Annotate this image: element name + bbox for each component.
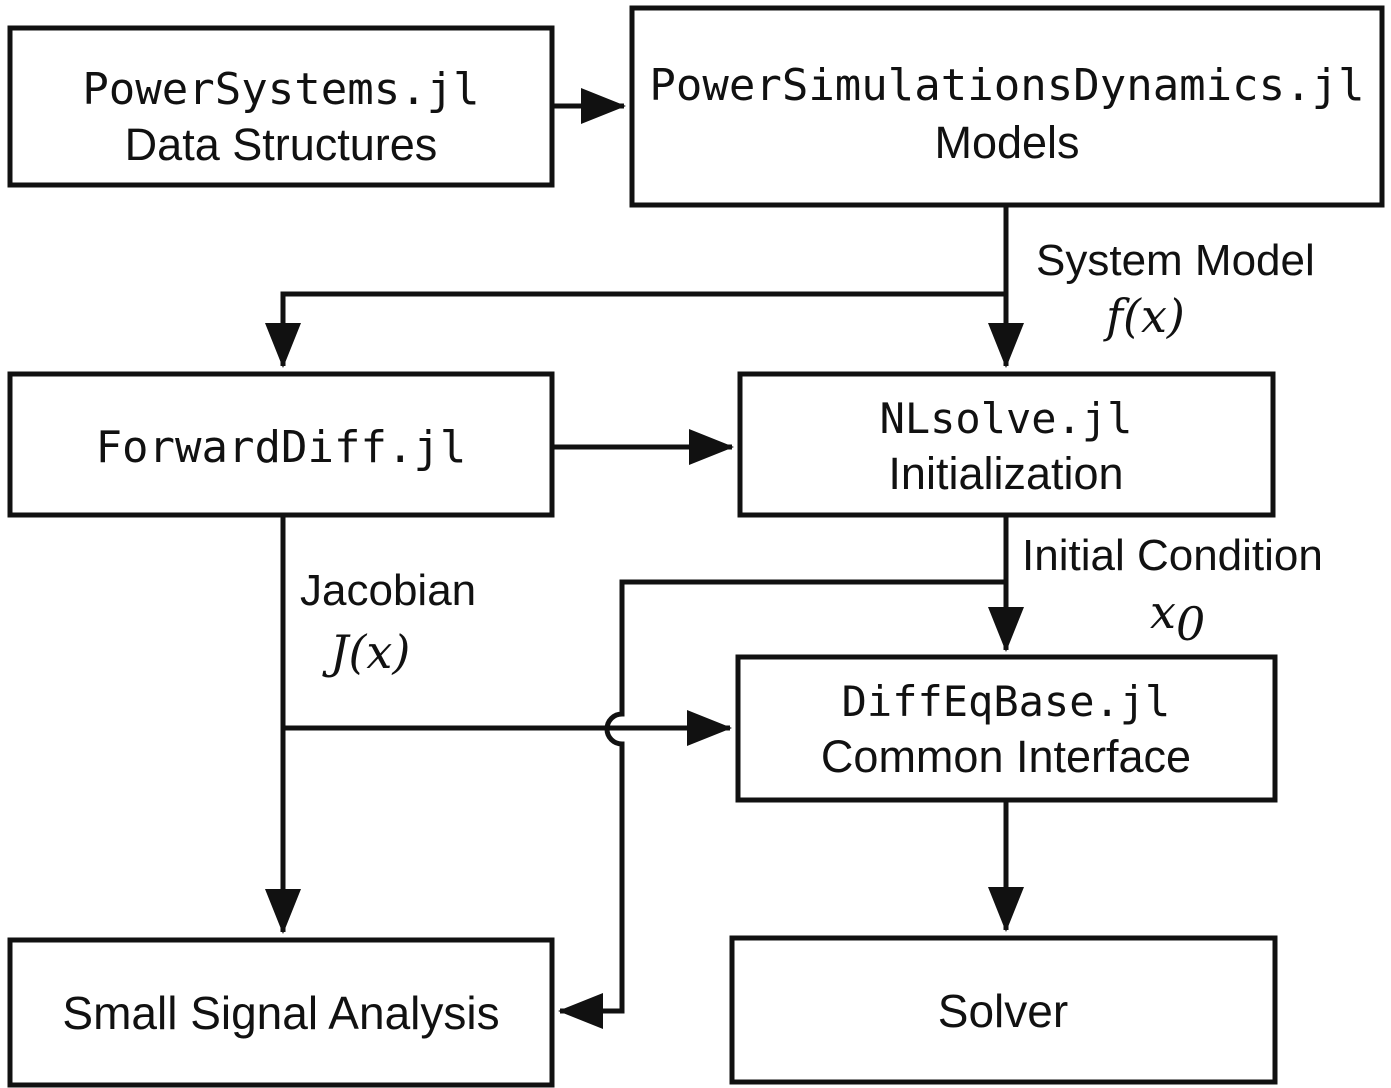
edge-label-system-model-text: System Model <box>1036 236 1315 285</box>
edge-label-system-model-symbol: f(x) <box>1103 289 1185 343</box>
edge-group <box>265 88 1024 1029</box>
edge-label-initial-condition-symbol: x0 <box>1150 585 1205 651</box>
node-solver-box[interactable] <box>729 935 1278 1085</box>
edge-label-jacobian-text: Jacobian <box>300 566 476 615</box>
edge-label-jacobian-symbol: J(x) <box>322 625 410 679</box>
node-nlsolve[interactable]: NLsolve.jl Initialization <box>737 371 1276 518</box>
node-nlsolve-line1: NLsolve.jl <box>880 394 1133 443</box>
node-diffeqbase-line1: DiffEqBase.jl <box>842 677 1171 726</box>
node-solver[interactable]: Solver <box>729 935 1278 1085</box>
node-diffeqbase[interactable]: DiffEqBase.jl Common Interface <box>735 654 1278 803</box>
node-powersystems-box[interactable] <box>7 25 555 188</box>
edge-label-initial-condition: Initial Condition x0 <box>1022 531 1323 651</box>
node-powersystems-line1: PowerSystems.jl <box>82 64 479 115</box>
node-nlsolve-line2: Initialization <box>888 448 1123 499</box>
node-forwarddiff[interactable]: ForwardDiff.jl <box>7 371 555 518</box>
node-small-signal-analysis-box[interactable] <box>7 937 555 1088</box>
node-small-signal-analysis[interactable]: Small Signal Analysis <box>7 937 555 1088</box>
edge-nlsolve-to-smallsignal <box>558 579 1006 1029</box>
node-diffeqbase-line2: Common Interface <box>821 731 1191 782</box>
edge-label-initial-condition-text: Initial Condition <box>1022 531 1323 580</box>
node-powersimulationsdynamics[interactable]: PowerSimulationsDynamics.jl Models <box>629 5 1385 208</box>
node-powersimulationsdynamics-box[interactable] <box>629 5 1385 208</box>
node-powersystems[interactable]: PowerSystems.jl Data Structures <box>7 25 555 188</box>
node-solver-label: Solver <box>938 985 1068 1037</box>
node-forwarddiff-box[interactable] <box>7 371 555 518</box>
node-powersystems-line2: Data Structures <box>125 119 438 170</box>
edge-label-system-model: System Model f(x) <box>1036 236 1315 343</box>
node-powersimulationsdynamics-line1: PowerSimulationsDynamics.jl <box>649 60 1364 111</box>
node-powersimulationsdynamics-line2: Models <box>934 117 1079 168</box>
node-small-signal-analysis-label: Small Signal Analysis <box>62 987 499 1039</box>
edge-psd-to-forwarddiff <box>265 291 1006 368</box>
node-nlsolve-box[interactable] <box>737 371 1276 518</box>
edge-label-jacobian: Jacobian J(x) <box>300 566 476 679</box>
node-diffeqbase-box[interactable] <box>735 654 1278 803</box>
node-forwarddiff-line1: ForwardDiff.jl <box>96 422 467 473</box>
